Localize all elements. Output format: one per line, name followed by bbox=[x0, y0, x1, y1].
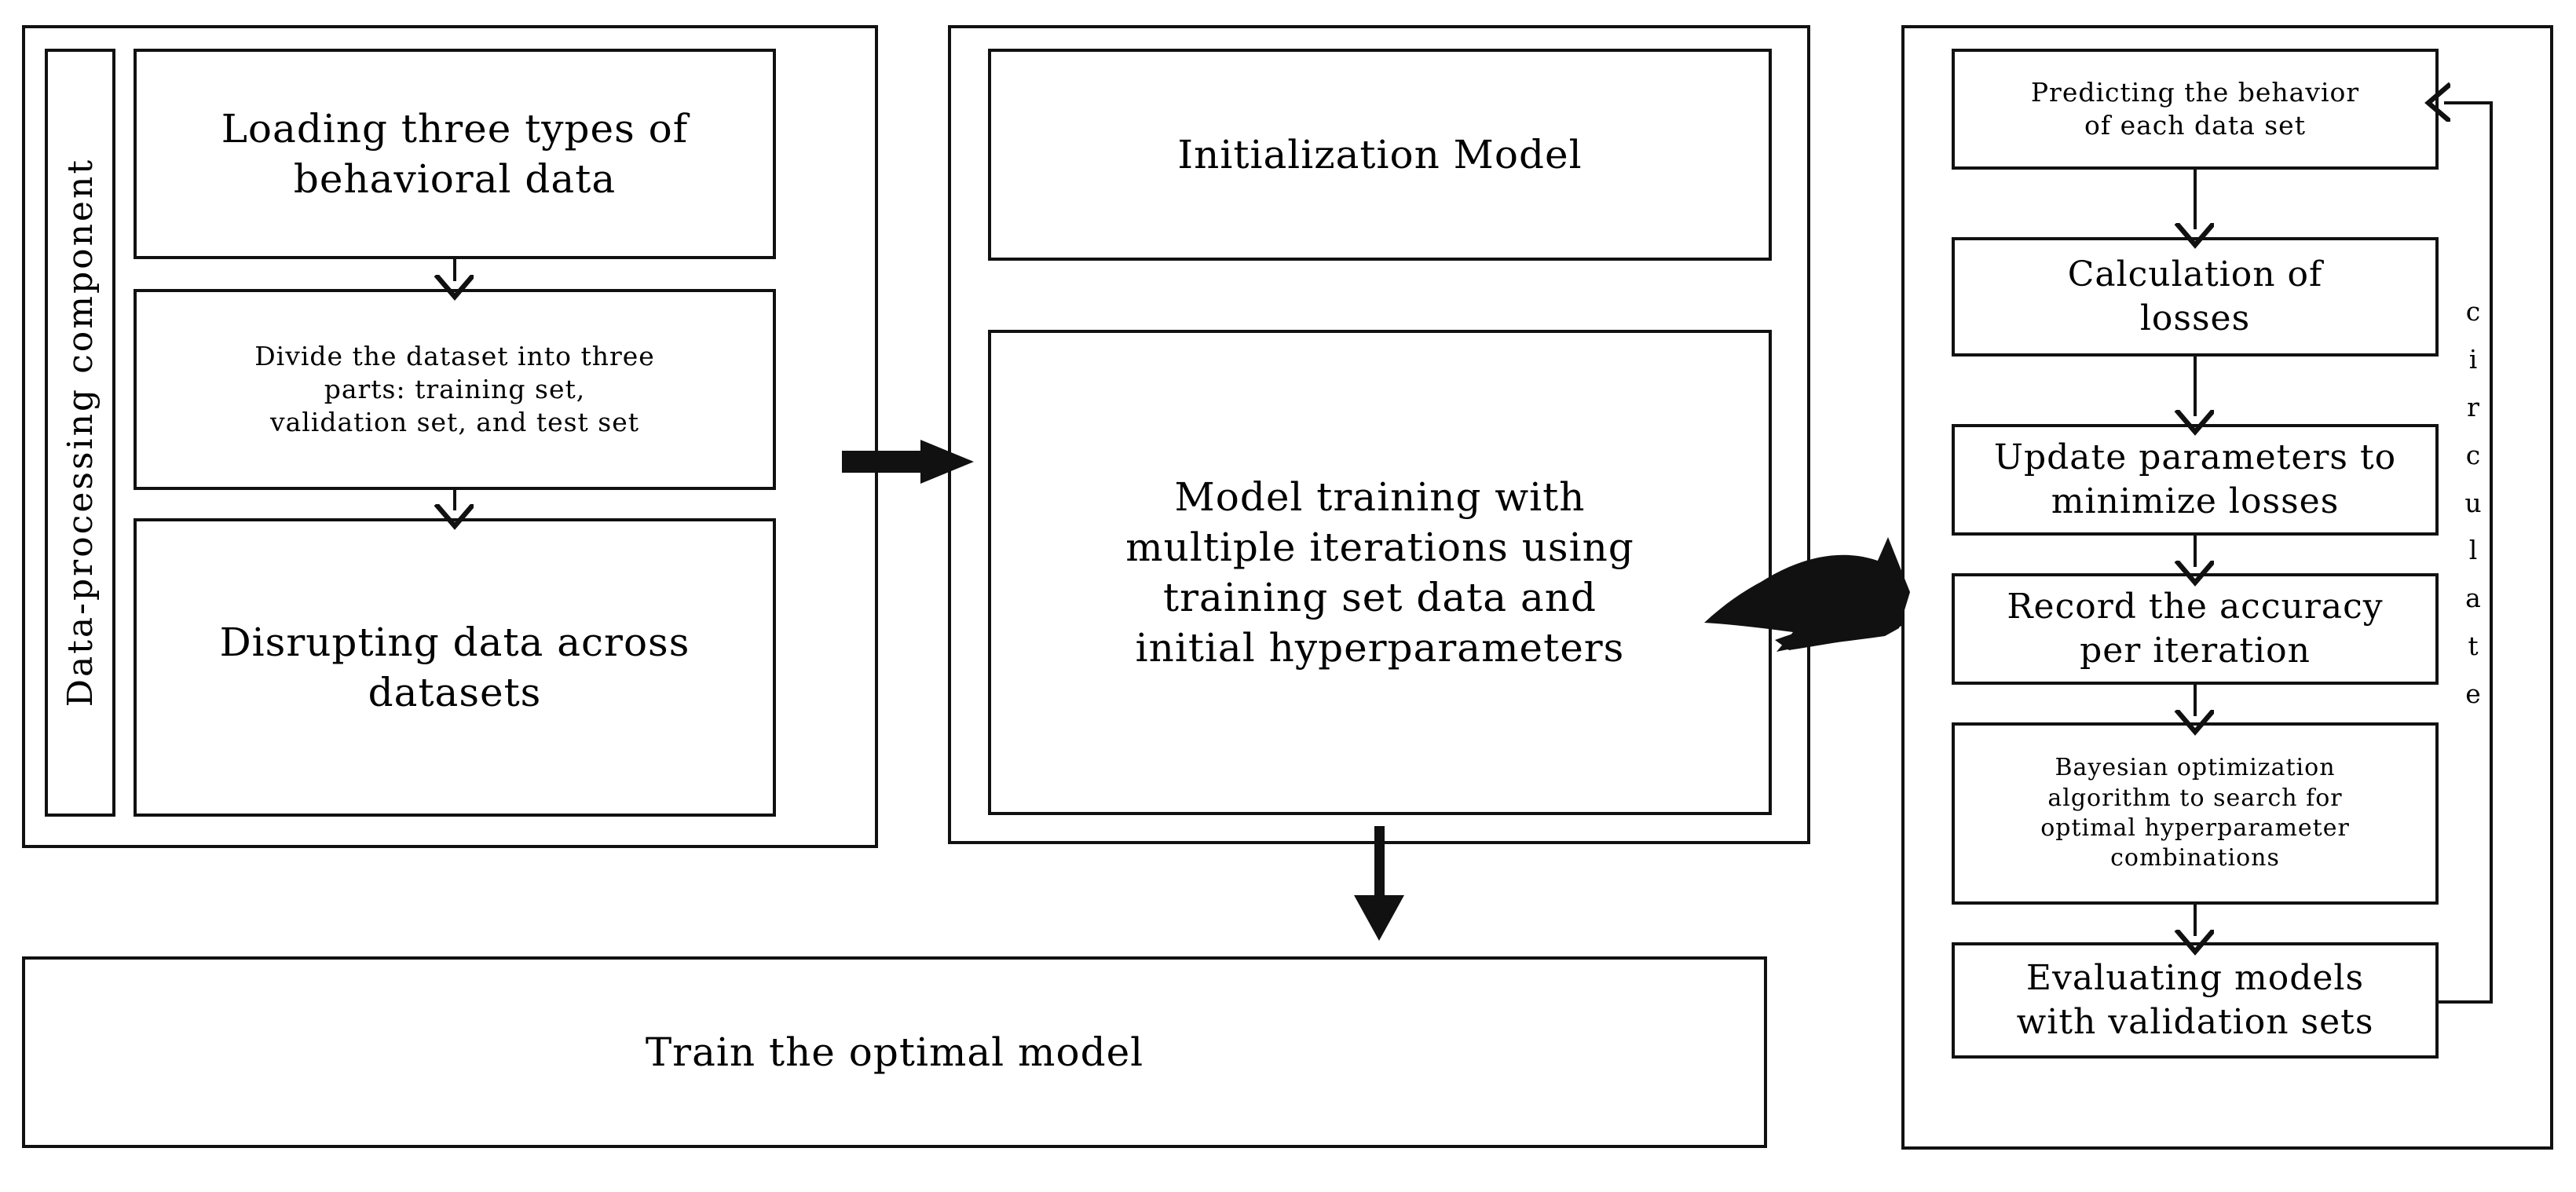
node-update-parameters-label: Update parameters to minimize losses bbox=[1993, 437, 2397, 521]
node-update-parameters: Update parameters to minimize losses bbox=[1952, 424, 2439, 536]
node-record-accuracy-label: Record the accuracy per iteration bbox=[2007, 586, 2384, 671]
node-model-training: Model training with multiple iterations … bbox=[988, 330, 1772, 815]
node-bayesian-optimization-label: Bayesian optimization algorithm to searc… bbox=[2040, 754, 2350, 872]
circulate-letter-4: u bbox=[2464, 487, 2482, 518]
node-loading-three-types-label: Loading three types of behavioral data bbox=[221, 106, 689, 202]
node-calculation-of-losses-label: Calculation of losses bbox=[2067, 254, 2323, 338]
node-model-training-label: Model training with multiple iterations … bbox=[1125, 474, 1634, 671]
node-calculation-of-losses: Calculation of losses bbox=[1952, 237, 2439, 357]
circulate-letter-1: i bbox=[2468, 343, 2478, 375]
circulate-letter-7: t bbox=[2468, 631, 2479, 662]
data-processing-component-label: Data-processing component bbox=[45, 49, 115, 817]
circulate-letter-6: a bbox=[2465, 583, 2481, 614]
circulate-letter-3: c bbox=[2465, 439, 2481, 470]
node-train-optimal-model: Train the optimal model bbox=[22, 956, 1767, 1148]
node-predicting-behavior: Predicting the behavior of each data set bbox=[1952, 49, 2439, 170]
node-divide-dataset: Divide the dataset into three parts: tra… bbox=[134, 289, 776, 490]
circulate-letter-8: e bbox=[2465, 678, 2481, 709]
node-divide-dataset-label: Divide the dataset into three parts: tra… bbox=[254, 340, 655, 438]
node-disrupting-data-label: Disrupting data across datasets bbox=[219, 620, 690, 715]
node-initialization-model-label: Initialization Model bbox=[1177, 132, 1583, 177]
node-bayesian-optimization: Bayesian optimization algorithm to searc… bbox=[1952, 722, 2439, 905]
circulate-letter-2: r bbox=[2467, 391, 2479, 422]
node-predicting-behavior-label: Predicting the behavior of each data set bbox=[2030, 76, 2360, 141]
node-record-accuracy: Record the accuracy per iteration bbox=[1952, 573, 2439, 685]
node-evaluating-models: Evaluating models with validation sets bbox=[1952, 942, 2439, 1059]
circulate-letter-5: l bbox=[2468, 535, 2478, 566]
node-train-optimal-model-label: Train the optimal model bbox=[645, 1029, 1144, 1075]
node-disrupting-data: Disrupting data across datasets bbox=[134, 518, 776, 817]
circulate-letter-0: c bbox=[2465, 296, 2481, 327]
node-evaluating-models-label: Evaluating models with validation sets bbox=[2016, 957, 2374, 1042]
circulate-loop-label: c i r c u l a t e bbox=[2455, 298, 2491, 707]
node-loading-three-types: Loading three types of behavioral data bbox=[134, 49, 776, 259]
data-processing-component-text: Data-processing component bbox=[60, 158, 101, 708]
node-initialization-model: Initialization Model bbox=[988, 49, 1772, 261]
